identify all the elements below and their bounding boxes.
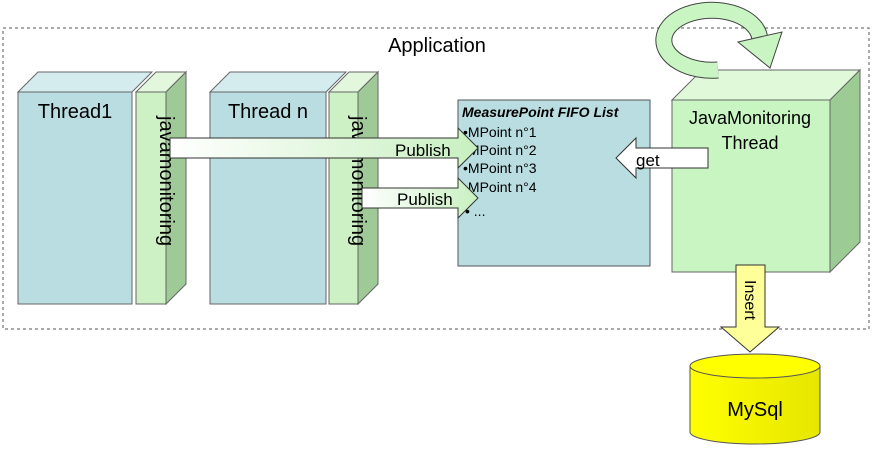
monitor-thread-front xyxy=(671,99,831,273)
thread-1-label: Thread1 xyxy=(38,101,113,123)
publish-arrow-1-label: Publish xyxy=(395,141,451,160)
publish-arrow-1-shape xyxy=(169,126,479,170)
insert-arrow-shape xyxy=(719,264,781,353)
thread-n-label: Thread n xyxy=(228,101,308,123)
insert-arrow: Insert xyxy=(719,264,781,353)
database-label: MySql xyxy=(727,399,783,421)
publish-arrow-2: Publish xyxy=(361,176,479,220)
mysql-database: MySql xyxy=(689,353,821,445)
fifo-item: •MPoint n°1 xyxy=(463,124,537,140)
monitor-1-label: javamonitoring xyxy=(155,115,177,246)
publish-arrow-1: Publish xyxy=(169,126,479,170)
fifo-item: •MPoint n°3 xyxy=(463,160,537,176)
cycle-arrow-icon xyxy=(655,1,783,79)
thread-1-top xyxy=(16,71,154,93)
thread-1-front xyxy=(17,91,133,305)
insert-arrow-label: Insert xyxy=(741,280,758,321)
thread-n-block: Thread n javamonitoring xyxy=(208,70,380,306)
database-top xyxy=(689,353,821,379)
thread-n-top xyxy=(208,71,348,93)
cycle-arrow-head xyxy=(736,31,783,69)
fifo-box xyxy=(457,99,651,267)
javamonitoring-thread-block: JavaMonitoring Thread xyxy=(670,68,862,274)
monitor-thread-label-line2: Thread xyxy=(721,133,778,153)
database-body xyxy=(689,365,821,445)
application-boundary xyxy=(2,27,870,330)
fifo-item: • ... xyxy=(465,203,485,219)
fifo-item: •MPoint n°4 xyxy=(463,179,537,195)
monitor-n-label: javamonitoring xyxy=(347,115,369,246)
monitor-1-front xyxy=(135,91,167,305)
get-arrow-label: get xyxy=(636,151,660,170)
thread-n-front xyxy=(209,91,327,305)
cycle-arrow-ring-fill xyxy=(656,2,768,78)
monitor-thread-label-line1: JavaMonitoring xyxy=(689,108,811,128)
get-arrow: get xyxy=(615,136,709,180)
monitor-thread-side xyxy=(829,68,861,274)
thread-1-block: Thread1 javamonitoring xyxy=(16,70,188,306)
get-arrow-shape xyxy=(615,136,709,180)
fifo-list-box: MeasurePoint FIFO List •MPoint n°1 •MPoi… xyxy=(457,99,651,267)
application-label: Application xyxy=(388,35,486,57)
monitor-n-front xyxy=(328,91,359,305)
monitor-1-side xyxy=(165,70,187,306)
fifo-item: •MPoint n°2 xyxy=(463,142,537,158)
publish-arrow-2-shape xyxy=(361,176,479,220)
fifo-title: MeasurePoint FIFO List xyxy=(462,104,620,120)
publish-arrow-2-label: Publish xyxy=(397,190,453,209)
